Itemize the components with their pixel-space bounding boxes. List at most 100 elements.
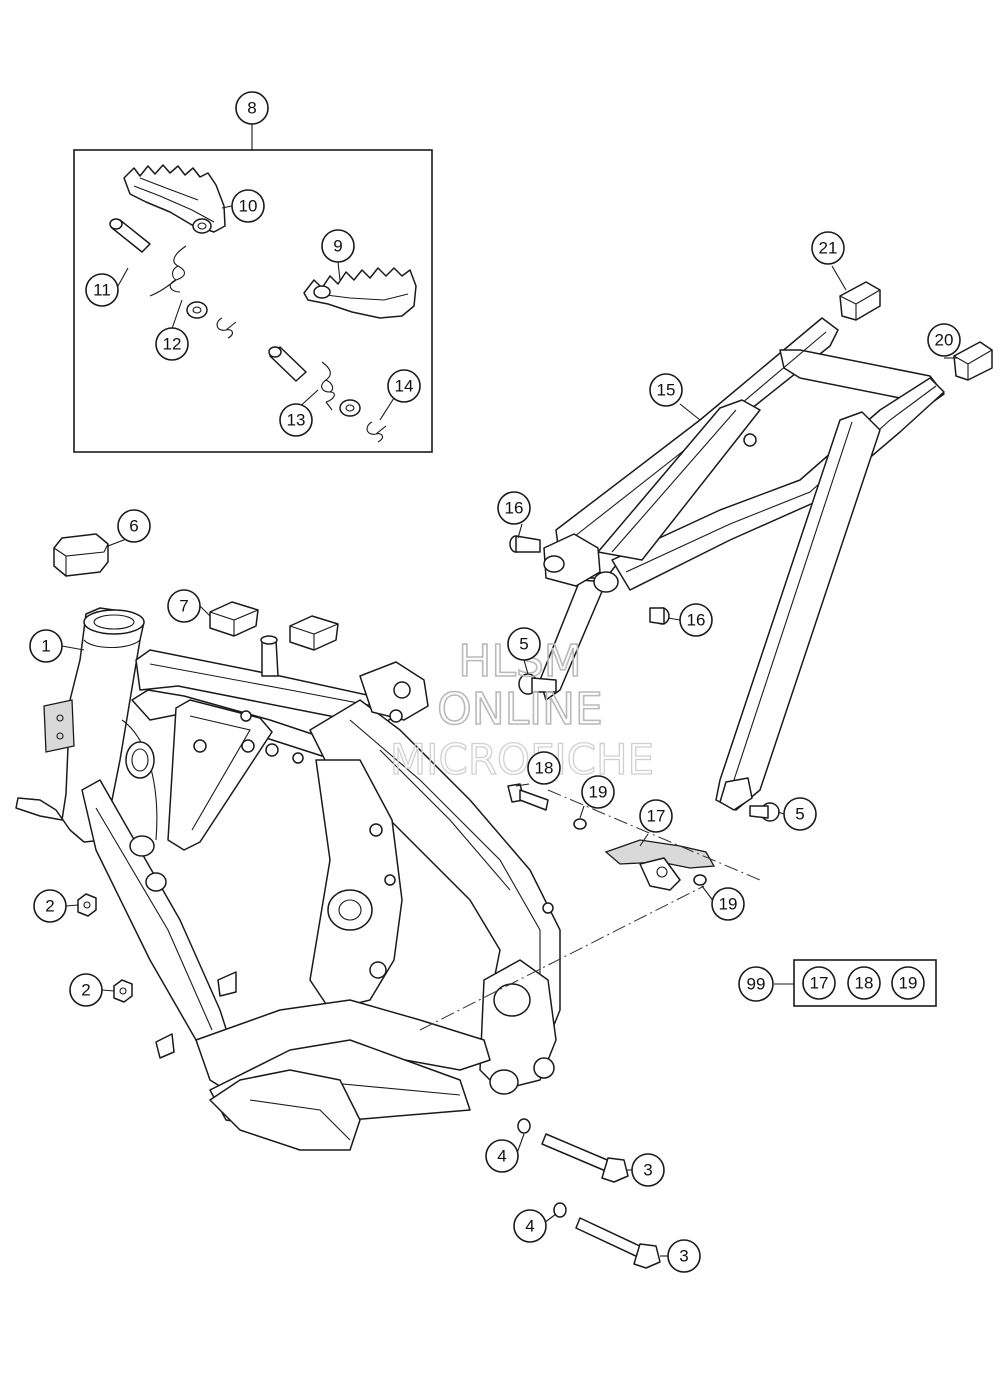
svg-text:2: 2 bbox=[81, 981, 90, 1000]
callout-16-upper: 16 bbox=[497, 491, 531, 525]
svg-text:99: 99 bbox=[747, 975, 766, 994]
callout-11: 11 bbox=[85, 273, 119, 307]
nut-lower-drawing bbox=[113, 979, 133, 1003]
svg-text:19: 19 bbox=[719, 895, 738, 914]
clip-upper-drawing bbox=[216, 317, 237, 339]
callout-17: 17 bbox=[639, 799, 673, 833]
footrest-kit-box bbox=[73, 149, 433, 453]
svg-text:16: 16 bbox=[505, 499, 524, 518]
callout-19-upper: 19 bbox=[581, 775, 615, 809]
callout-6: 6 bbox=[117, 509, 151, 543]
svg-text:18: 18 bbox=[855, 974, 874, 993]
svg-text:21: 21 bbox=[819, 239, 838, 258]
nut-upper-drawing bbox=[77, 893, 97, 917]
washer-4b-drawing bbox=[553, 1202, 567, 1218]
callout-14: 14 bbox=[387, 369, 421, 403]
subframe-plug-20-drawing bbox=[953, 341, 993, 381]
callout-16-lower: 16 bbox=[679, 603, 713, 637]
svg-text:5: 5 bbox=[795, 805, 804, 824]
screw-18-drawing bbox=[507, 783, 549, 811]
svg-text:19: 19 bbox=[589, 783, 608, 802]
callout-20: 20 bbox=[927, 323, 961, 357]
svg-text:7: 7 bbox=[179, 597, 188, 616]
svg-text:16: 16 bbox=[687, 611, 706, 630]
kit-item-18: 18 bbox=[847, 966, 881, 1000]
svg-text:3: 3 bbox=[643, 1161, 652, 1180]
callout-8: 8 bbox=[235, 91, 269, 125]
screw-16a-drawing bbox=[509, 535, 541, 553]
svg-text:19: 19 bbox=[899, 974, 918, 993]
cover-cap-6-drawing bbox=[53, 533, 109, 577]
svg-text:3: 3 bbox=[679, 1247, 688, 1266]
callout-99: 99 bbox=[738, 966, 774, 1002]
callout-5-lower: 5 bbox=[783, 797, 817, 831]
svg-text:10: 10 bbox=[239, 197, 258, 216]
callout-3-lower: 3 bbox=[667, 1239, 701, 1273]
footrest-spring-lower-drawing bbox=[321, 361, 335, 411]
svg-text:18: 18 bbox=[535, 759, 554, 778]
watermark: HLSM ONLINE MICROFICHE bbox=[389, 635, 654, 784]
callout-1: 1 bbox=[29, 629, 63, 663]
callout-15: 15 bbox=[649, 373, 683, 407]
svg-text:1: 1 bbox=[41, 637, 50, 656]
svg-text:11: 11 bbox=[93, 281, 111, 300]
svg-text:6: 6 bbox=[129, 517, 138, 536]
washer-upper-drawing bbox=[186, 301, 208, 319]
washer-19b-drawing bbox=[693, 874, 707, 886]
bolt-3b-drawing bbox=[575, 1217, 661, 1269]
svg-text:5: 5 bbox=[519, 635, 528, 654]
callout-2-upper: 2 bbox=[33, 889, 67, 923]
washer-4a-drawing bbox=[517, 1118, 531, 1134]
footrest-right-drawing bbox=[303, 267, 417, 319]
screw-16b-drawing bbox=[649, 607, 670, 625]
callout-2-lower: 2 bbox=[69, 973, 103, 1007]
svg-text:13: 13 bbox=[287, 411, 306, 430]
footrest-pin-lower-drawing bbox=[268, 346, 307, 382]
cover-cap-7b-drawing bbox=[289, 615, 339, 651]
subframe-plug-21-drawing bbox=[839, 281, 881, 321]
footrest-left-drawing bbox=[123, 164, 226, 234]
chain-guide-17-drawing bbox=[604, 839, 716, 891]
svg-text:15: 15 bbox=[657, 381, 676, 400]
cover-cap-7a-drawing bbox=[209, 601, 259, 637]
assembly-line-upper bbox=[547, 789, 761, 881]
callout-4-lower: 4 bbox=[513, 1209, 547, 1243]
bolt-3a-drawing bbox=[541, 1133, 629, 1183]
footrest-kit-group bbox=[73, 124, 433, 453]
footrest-pin-upper-drawing bbox=[109, 218, 151, 253]
callout-19-lower: 19 bbox=[711, 887, 745, 921]
svg-text:2: 2 bbox=[45, 897, 54, 916]
clip-lower-drawing bbox=[366, 421, 387, 443]
screw-5b-drawing bbox=[749, 802, 780, 822]
callout-3-upper: 3 bbox=[631, 1153, 665, 1187]
callout-10: 10 bbox=[231, 189, 265, 223]
watermark-line3: MICROFICHE bbox=[390, 735, 654, 784]
washer-lower-drawing bbox=[339, 399, 361, 417]
kit-item-17: 17 bbox=[802, 966, 836, 1000]
kit-item-19: 19 bbox=[891, 966, 925, 1000]
callout-9: 9 bbox=[321, 229, 355, 263]
svg-text:9: 9 bbox=[333, 237, 342, 256]
svg-text:20: 20 bbox=[935, 331, 954, 350]
main-frame-drawing bbox=[15, 607, 561, 1151]
kit-99-group: 99 17 18 19 bbox=[738, 959, 937, 1007]
callout-12: 12 bbox=[155, 327, 189, 361]
callout-13: 13 bbox=[279, 403, 313, 437]
watermark-line2: ONLINE bbox=[437, 684, 603, 735]
svg-text:17: 17 bbox=[647, 807, 666, 826]
svg-text:4: 4 bbox=[525, 1217, 534, 1236]
callout-21: 21 bbox=[811, 231, 845, 265]
washer-19a-drawing bbox=[573, 818, 587, 830]
svg-text:12: 12 bbox=[163, 335, 182, 354]
callout-5-upper: 5 bbox=[507, 627, 541, 661]
svg-text:8: 8 bbox=[247, 99, 256, 118]
svg-text:4: 4 bbox=[497, 1147, 506, 1166]
svg-text:17: 17 bbox=[810, 974, 829, 993]
svg-text:14: 14 bbox=[395, 377, 414, 396]
footrest-spring-upper-drawing bbox=[149, 245, 187, 297]
callout-18: 18 bbox=[527, 751, 561, 785]
assembly-line-lower bbox=[419, 885, 705, 1031]
callout-4-upper: 4 bbox=[485, 1139, 519, 1173]
callout-7: 7 bbox=[167, 589, 201, 623]
